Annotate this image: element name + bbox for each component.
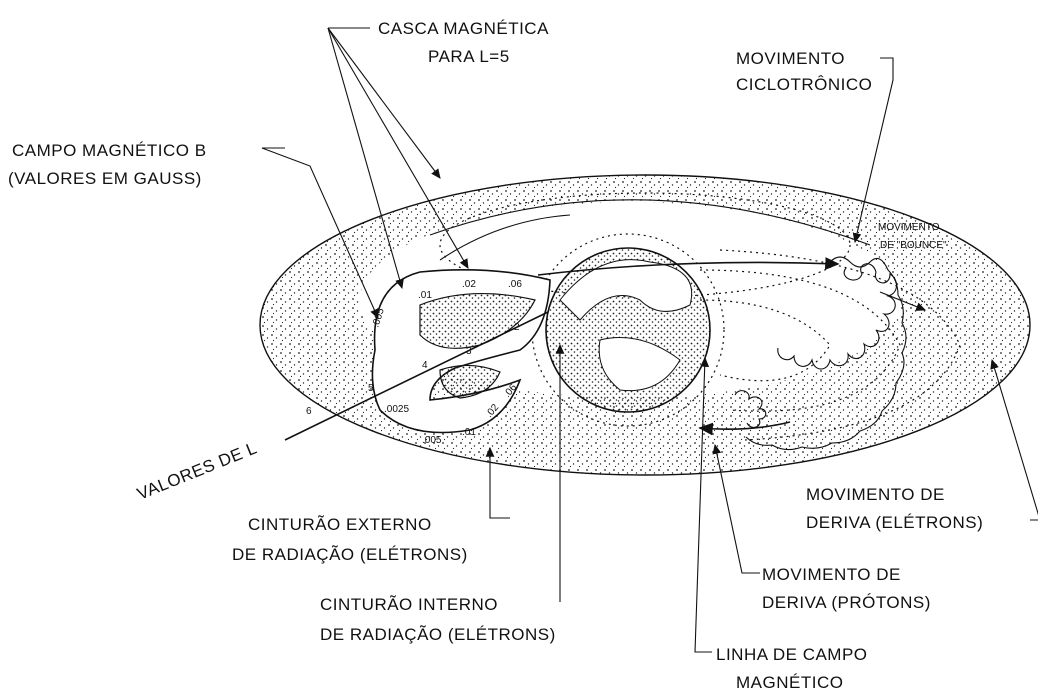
label-movimento-bounce: MOVIMENTO [878, 222, 940, 233]
outer-belt-region [419, 292, 536, 349]
gauss-value: .02 [462, 279, 476, 290]
l-value: 2 [514, 322, 520, 333]
l-value: 5 [368, 383, 374, 394]
label-deriva-protons: MOVIMENTO DE [762, 565, 901, 584]
label-bounce: DE "BOUNCE" [880, 240, 947, 251]
label-interno-radiacao: DE RADIAÇÃO (ELÉTRONS) [320, 625, 556, 644]
label-casca-magnetica: CASCA MAGNÉTICA [378, 19, 549, 38]
l-value-axis [284, 311, 549, 441]
label-ciclotronico: CICLOTRÔNICO [736, 75, 872, 94]
gauss-value: .005 [422, 435, 442, 446]
electron-drift-path [537, 257, 840, 276]
belt-cross-section [284, 268, 551, 441]
label-deriva-eletrons-2: DERIVA (ELÉTRONS) [806, 513, 983, 532]
l-value: 6 [306, 406, 312, 417]
field-lines [699, 249, 961, 441]
l-value: 3 [466, 346, 472, 357]
proton-drift-arrow [698, 421, 791, 436]
gauss-value: .06 [508, 279, 522, 290]
shell-inner-rim [439, 192, 851, 298]
label-casca-para-l: PARA L=5 [428, 47, 510, 66]
label-externo-radiacao: DE RADIAÇÃO (ELÉTRONS) [232, 545, 468, 564]
inner-belt-region [439, 364, 501, 399]
label-deriva-protons-2: DERIVA (PRÓTONS) [762, 593, 931, 612]
label-linha-de-campo: LINHA DE CAMPO [716, 645, 868, 664]
label-valores-gauss: (VALORES EM GAUSS) [8, 169, 202, 188]
label-valores-de-l: VALORES DE L [134, 438, 259, 503]
gauss-value: .0025 [384, 404, 409, 415]
helical-trajectory [537, 256, 927, 451]
leader-lines [261, 27, 1038, 653]
label-cinturao-externo: CINTURÃO EXTERNO [248, 515, 432, 534]
l-value-ticks: 6 5 4 3 2 [306, 322, 520, 417]
earth [531, 233, 725, 427]
label-cinturao-interno: CINTURÃO INTERNO [320, 595, 498, 614]
l-value: 4 [422, 360, 428, 371]
gauss-value: .01 [418, 290, 432, 301]
label-campo-magnetico: CAMPO MAGNÉTICO B [12, 141, 207, 160]
label-deriva-eletrons: MOVIMENTO DE [806, 485, 945, 504]
gauss-value: .01 [462, 427, 476, 438]
label-movimento-ciclotronico: MOVIMENTO [736, 49, 845, 68]
label-magnetico: MAGNÉTICO [736, 673, 843, 692]
